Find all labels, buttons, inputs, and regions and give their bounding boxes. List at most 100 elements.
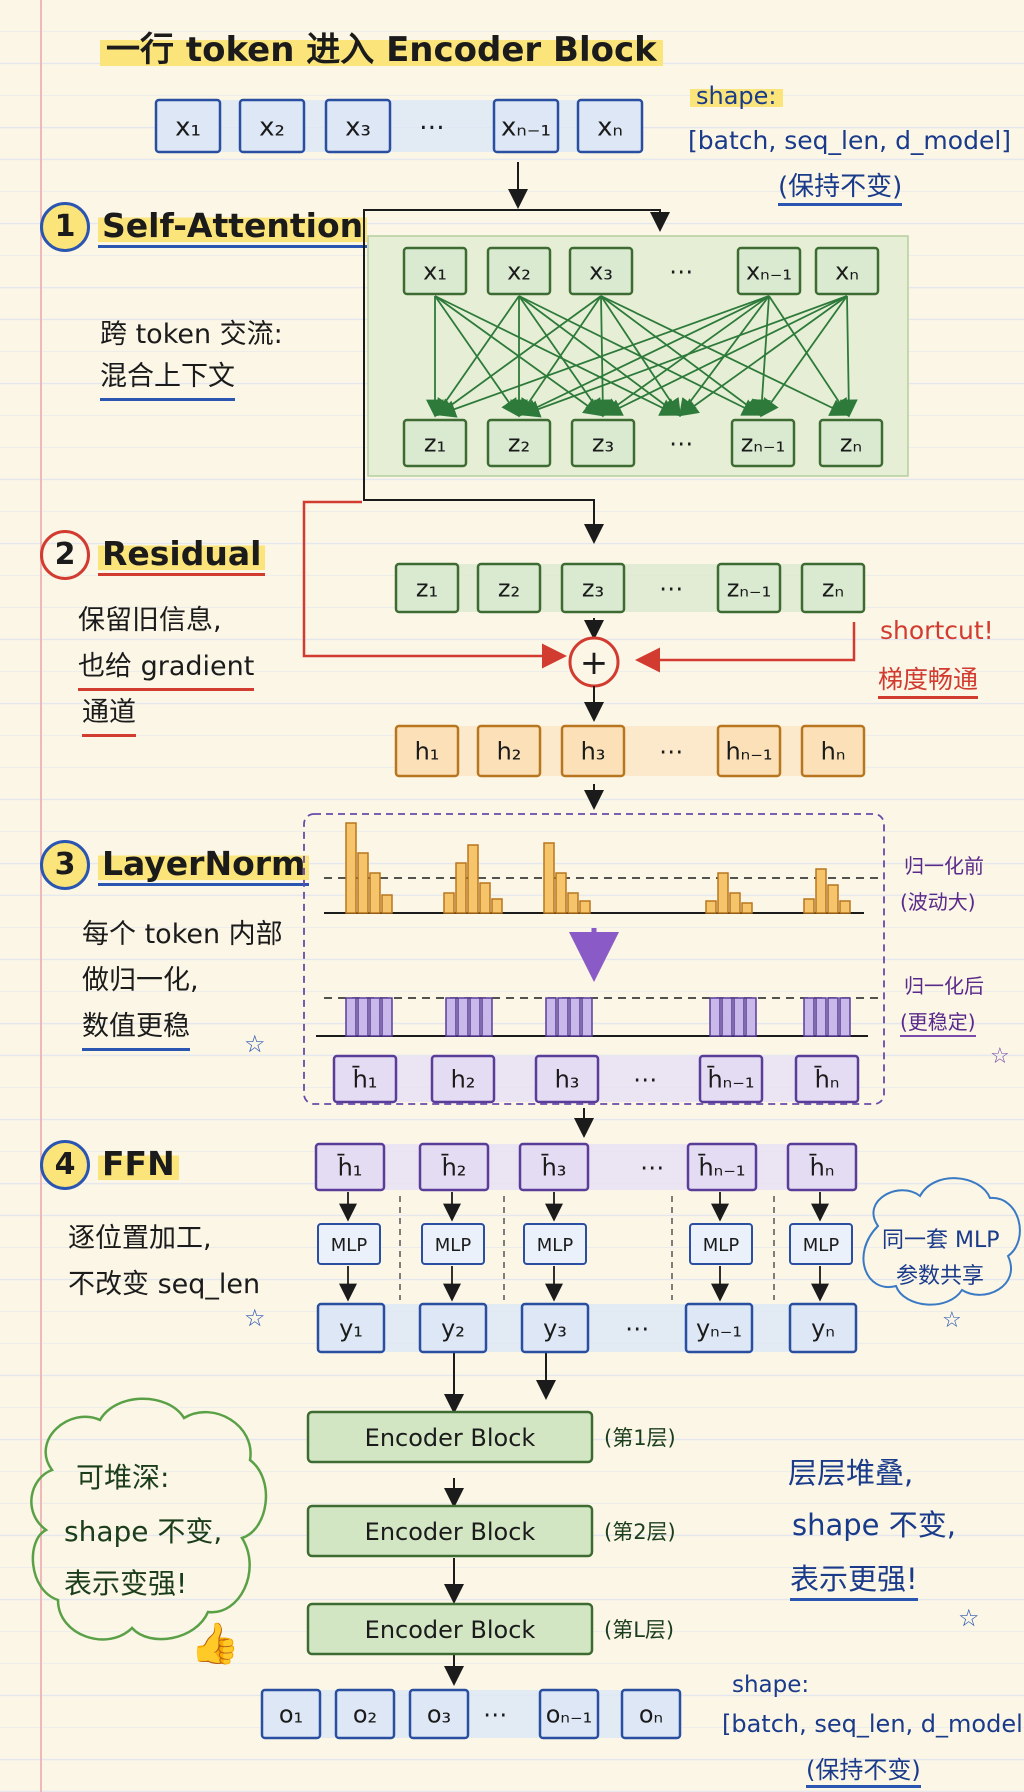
ln-before-bar — [467, 844, 479, 914]
residual-z-label-6: zₙ — [822, 575, 844, 603]
residual-h-box-6 — [800, 724, 866, 778]
ln-output-label-4: ⋯ — [633, 1066, 657, 1094]
shortcut-note: 梯度畅通 — [878, 660, 979, 699]
shape-top-value: [batch, seq_len, d_model] — [688, 126, 1012, 155]
section2-desc-line2: 也给 gradient — [78, 646, 255, 691]
encoder-layer-label-3: (第L层) — [604, 1618, 674, 1642]
ln-after-note: (更稳定) — [900, 1006, 976, 1037]
attention-arrow-4-2 — [519, 295, 770, 416]
mlp-label-6: MLP — [803, 1235, 840, 1256]
final-output-box-1 — [260, 1688, 322, 1740]
shape-bottom-note: (保持不变) — [806, 1750, 921, 1788]
page-margin-line — [40, 0, 42, 1792]
encoder-block-3 — [306, 1602, 594, 1656]
ln-after-bar — [815, 997, 827, 1037]
ln-output-label-5: h̄ₙ₋₁ — [707, 1064, 755, 1093]
mlp-label-5: MLP — [703, 1235, 740, 1256]
mlp-cloud-star-icon: ☆ — [942, 1308, 962, 1333]
section2-desc-line1: 保留旧信息, — [78, 605, 222, 636]
ffn-input-label-3: h̄₃ — [541, 1152, 567, 1181]
ln-after-label: 归一化后 — [904, 974, 984, 998]
attn-output-label-2: z₂ — [508, 430, 530, 458]
ln-after-bar — [545, 997, 557, 1037]
residual-h-label-1: h₁ — [415, 738, 440, 766]
residual-h-label-4: ⋯ — [659, 738, 683, 766]
encoder-block-label-2: Encoder Block — [365, 1518, 536, 1546]
stack-cloud-line2: shape 不变, — [64, 1515, 223, 1548]
ln-after-bar — [445, 997, 457, 1037]
ffn-output-box-5 — [684, 1302, 754, 1354]
ffn-output-label-4: ⋯ — [625, 1315, 649, 1343]
ffn-output-box-2 — [418, 1302, 488, 1354]
input-token-label-1: x₁ — [175, 112, 201, 142]
encoder-block-label-1: Encoder Block — [365, 1424, 536, 1452]
residual-z-box-6 — [800, 562, 866, 614]
residual-h-label-6: hₙ — [821, 738, 846, 766]
attention-arrow-5-6 — [839, 295, 858, 418]
encoder-block-label-3: Encoder Block — [365, 1616, 536, 1644]
residual-h-label-5: hₙ₋₁ — [725, 738, 772, 766]
ln-after-bar — [357, 997, 369, 1037]
residual-h-box-5 — [716, 724, 782, 778]
shortcut-label: shortcut! — [880, 616, 994, 645]
ln-after-bar — [381, 997, 393, 1037]
input-token-label-6: xₙ — [597, 112, 623, 142]
attention-arrow-5-5 — [760, 295, 848, 417]
ln-before-bar — [381, 894, 393, 914]
ln-before-bar — [455, 862, 467, 914]
section4-desc-line1: 逐位置加工, — [68, 1223, 212, 1254]
ffn-output-label-2: y₂ — [441, 1315, 465, 1343]
ln-after-bar — [581, 997, 593, 1037]
thumbs-up-icon: 👍 — [190, 1621, 240, 1667]
ln-before-bar — [717, 872, 729, 914]
attention-arrow-4-6 — [768, 295, 849, 418]
attn-output-box-6 — [818, 418, 884, 468]
ln-output-label-3: h₃ — [555, 1066, 580, 1094]
attn-output-box-3 — [570, 418, 636, 468]
section3-number: 3 — [40, 840, 90, 890]
attention-arrow-5-4 — [680, 295, 848, 417]
ffn-input-box-2 — [418, 1142, 490, 1192]
residual-h-box-2 — [476, 724, 542, 778]
input-token-box-1 — [154, 98, 222, 154]
input-token-label-5: xₙ₋₁ — [501, 112, 551, 142]
residual-z-box-1 — [394, 562, 460, 614]
attn-input-label-1: x₁ — [423, 258, 447, 286]
ln-after-bar — [469, 997, 481, 1037]
attention-arrow-1-4 — [434, 295, 679, 416]
residual-right-arrow — [635, 622, 856, 673]
stack-cloud-line1: 可堆深: — [76, 1461, 170, 1494]
mlp-cloud — [862, 1177, 1021, 1306]
ln-before-bar — [839, 900, 851, 914]
input-token-strip — [156, 100, 642, 152]
attention-arrow-3-4 — [600, 295, 681, 418]
residual-h-box-3 — [560, 724, 626, 778]
ffn-input-label-1: h̄₁ — [337, 1152, 363, 1181]
ffn-input-label-6: h̄ₙ — [809, 1152, 835, 1181]
ln-before-bar — [705, 900, 717, 914]
residual-z-label-4: ⋯ — [659, 575, 683, 603]
ln-output-box-6 — [794, 1054, 860, 1104]
arrow-into-attention — [518, 209, 670, 232]
shape-top-label: shape: — [690, 82, 783, 110]
ln-after-bar — [709, 997, 721, 1037]
final-output-label-2: o₂ — [353, 1701, 377, 1729]
ffn-input-label-5: h̄ₙ₋₁ — [698, 1152, 746, 1181]
input-token-box-2 — [238, 98, 306, 154]
residual-z-label-5: zₙ₋₁ — [727, 575, 771, 603]
ln-before-bar — [369, 872, 381, 914]
attention-arrow-2-5 — [518, 295, 761, 416]
ln-output-label-1: h̄₁ — [352, 1064, 378, 1093]
section3-desc-line1: 每个 token 内部 — [82, 919, 283, 950]
residual-h-strip — [396, 726, 864, 776]
residual-z-label-1: z₁ — [416, 575, 438, 603]
attn-input-label-5: xₙ₋₁ — [746, 258, 792, 286]
encoder-layer-label-2: (第2层) — [604, 1520, 676, 1544]
section1-desc-line1: 跨 token 交流: — [100, 319, 283, 350]
mlp-label-2: MLP — [435, 1235, 472, 1256]
residual-plus-sign: + — [580, 643, 609, 683]
section4-desc-line2: 不改变 seq_len — [68, 1269, 261, 1300]
ln-before-bar — [729, 892, 741, 914]
final-output-strip — [262, 1690, 680, 1738]
